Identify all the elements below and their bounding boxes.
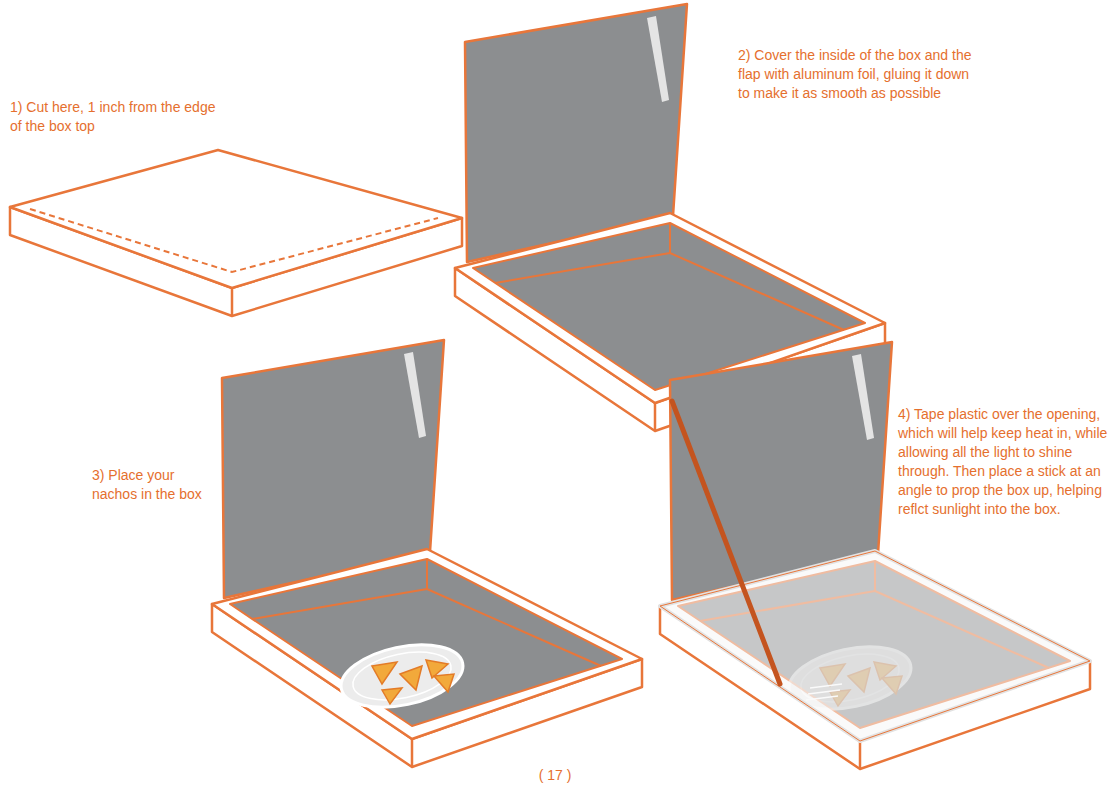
open-box-nachos <box>212 340 642 767</box>
closed-box <box>10 150 462 316</box>
step-instruction: 2) Cover the inside of the box and the f… <box>738 46 978 103</box>
step-instruction: 3) Place your nachos in the box <box>92 466 212 504</box>
page-number: ( 17 ) <box>500 766 610 785</box>
step-instruction: 4) Tape plastic over the opening, which … <box>898 405 1110 519</box>
step-instruction: 1) Cut here, 1 inch from the edge of the… <box>10 98 220 136</box>
